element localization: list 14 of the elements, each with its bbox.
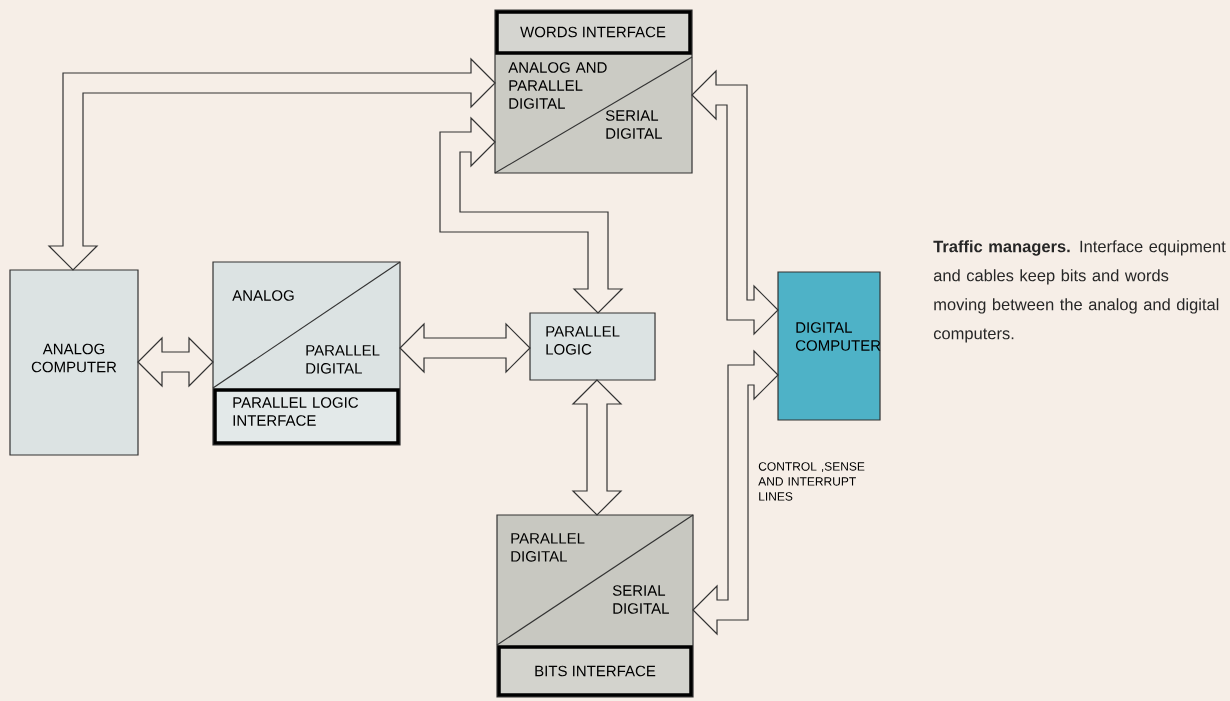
double-arrow [439,116,624,314]
computer-box: DIGITAL COMPUTER [777,271,881,421]
computer-box: ANALOG COMPUTER [9,269,139,456]
double-arrow [47,57,496,271]
interface-unit-box: ANALOG PARALLEL DIGITAL PARALLEL LOGIC INTERFACE [212,261,401,446]
interface-unit-box: WORDS INTERFACE ANALOG AND PARALLEL DIGITAL SERIAL DIGITAL [494,9,693,174]
double-arrow [692,349,779,636]
double-arrow [571,379,623,516]
double-arrow [399,322,531,374]
caption-text: Traffic managers. Interface equipment and cables keep bits and words moving between the analog and digital computers. [933,240,1226,343]
logic-box: PARALLEL LOGIC [529,312,656,381]
double-arrow [137,336,214,388]
edge-label: CONTROL ,SENSE AND INTERRUPT LINES [758,462,865,501]
interface-unit-box: PARALLEL DIGITAL SERIAL DIGITAL BITS INTERFACE [496,514,694,698]
